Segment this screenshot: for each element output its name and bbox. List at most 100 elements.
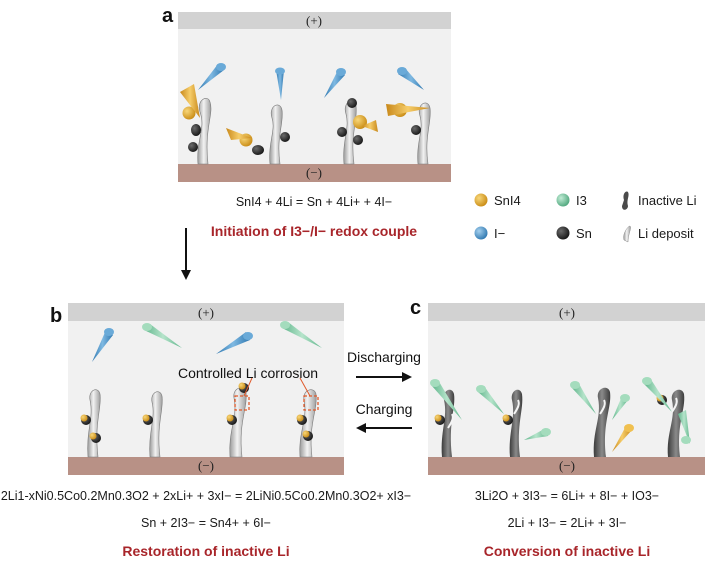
corrosion-pointer-2 [299,377,311,397]
sni4-molecule [362,120,378,132]
panel-a-letter: a [162,5,174,27]
iodide-ion [324,70,345,98]
li-deposit-a1 [197,98,212,165]
sn-ion-mark [142,414,150,422]
i3-ion [432,380,462,420]
legend-sn-label: Sn [576,226,592,241]
li-deposit-a2 [269,104,283,165]
charging-label: Charging [356,401,413,417]
sn-particle [191,124,201,136]
sn-particle [353,135,363,145]
iodide-ion-head [216,63,226,71]
sni4-particle [182,106,196,120]
panel-b-negative-label: (−) [198,458,214,473]
panel-b-annotation: Controlled Li corrosion [178,365,318,381]
i3-ion [612,396,628,420]
i3-ion [478,386,504,414]
iodide-ion [92,330,113,362]
sn-ion-mark [80,414,88,422]
legend-inactive-li-label: Inactive Li [638,193,697,208]
panel-c-equation-1: 3Li2O + 3I3− = 6Li+ + 8I− + IO3− [475,489,659,503]
sni4-molecule [612,426,632,452]
legend: SnI4 I3 Inactive Li I− Sn Li deposit [474,191,697,243]
iodide-ion [276,70,284,100]
li-streak [599,399,606,415]
sni4-molecule [226,128,252,140]
iodide-ion-head [397,67,407,75]
li-deposit-b2 [149,391,163,458]
panel-c: c (+) (−) [410,297,705,559]
i3-ion [144,324,182,348]
li-deposit-b1 [87,389,101,458]
i3-ion-head [681,436,691,444]
iodide-ion-head [243,332,253,340]
i3-ion [572,382,596,414]
sni4-molecule [180,84,200,118]
legend-inactive-li-icon [622,191,629,210]
panel-a-equation: SnI4 + 4Li = Sn + 4Li+ + 4I− [236,195,392,209]
i3-ion-head [280,321,290,329]
i3-ion-head [620,394,630,402]
sn-ion-mark [226,414,234,422]
discharging-label: Discharging [347,349,421,365]
sn-ion-mark [238,382,246,390]
legend-sni4-icon [474,193,488,207]
sn-ion-mark [296,414,304,422]
corrosion-box-1 [234,395,250,411]
sn-particle [411,125,421,135]
sn-ion-mark [302,430,310,438]
i3-ion-head [570,381,580,389]
panel-a-negative-label: (−) [306,165,322,180]
sn-particle [280,132,290,142]
iodide-ion [216,332,250,354]
i3-ion-head [142,323,152,331]
i3-ion [282,322,322,348]
sni4-molecule [386,104,430,116]
iodide-ion-head [104,328,114,336]
sn-ion-mark [502,414,510,422]
panel-b-letter: b [50,305,62,327]
panel-b-negative-electrode [68,457,344,475]
sn-particle [347,98,357,108]
li-streak [447,413,454,429]
panel-a-cell [178,12,451,167]
legend-sni4-label: SnI4 [494,193,521,208]
panel-a: a (+) (−) [162,5,451,239]
legend-sn-icon [556,226,570,240]
sn-particle [188,142,198,152]
inactive-li-c4 [667,389,685,457]
i3-ion-head [541,428,551,436]
panel-c-title: Conversion of inactive Li [484,543,650,559]
li-streak [671,397,678,413]
panel-b-equation-2: Sn + 2I3− = Sn4+ + 6I− [141,516,271,530]
legend-i3-icon [556,193,570,207]
sn-particle [337,127,347,137]
panel-c-letter: c [410,297,421,319]
corrosion-pointer-1 [243,377,253,397]
legend-iodide-icon [474,226,488,240]
i3-ion [644,378,672,412]
panel-c-negative-electrode [428,457,705,475]
panel-a-negative-electrode [178,164,451,182]
iodide-ion-head [336,68,346,76]
i3-ion-head [642,377,652,385]
panel-a-positive-label: (+) [306,13,322,28]
panel-b-positive-electrode [68,303,344,321]
li-streak [513,399,520,415]
corrosion-box-2 [303,395,319,411]
panel-b: b (+) (−) [1,303,411,559]
panel-c-cell [428,303,705,475]
panel-c-positive-label: (+) [559,305,575,320]
sni4-molecule-head [624,424,634,432]
iodide-ion [198,64,224,90]
legend-iodide-label: I− [494,226,505,241]
panel-b-equation-1: 2Li1-xNi0.5Co0.2Mn0.3O2 + 2xLi+ + 3xI− =… [1,489,411,503]
i3-ion-head [430,379,440,387]
inactive-li-c3 [593,387,611,457]
sn-ion-mark [89,432,97,440]
panel-c-negative-label: (−) [559,458,575,473]
legend-li-deposit-label: Li deposit [638,226,694,241]
li-deposit-a4 [417,102,431,165]
i3-ion-head [476,385,486,393]
